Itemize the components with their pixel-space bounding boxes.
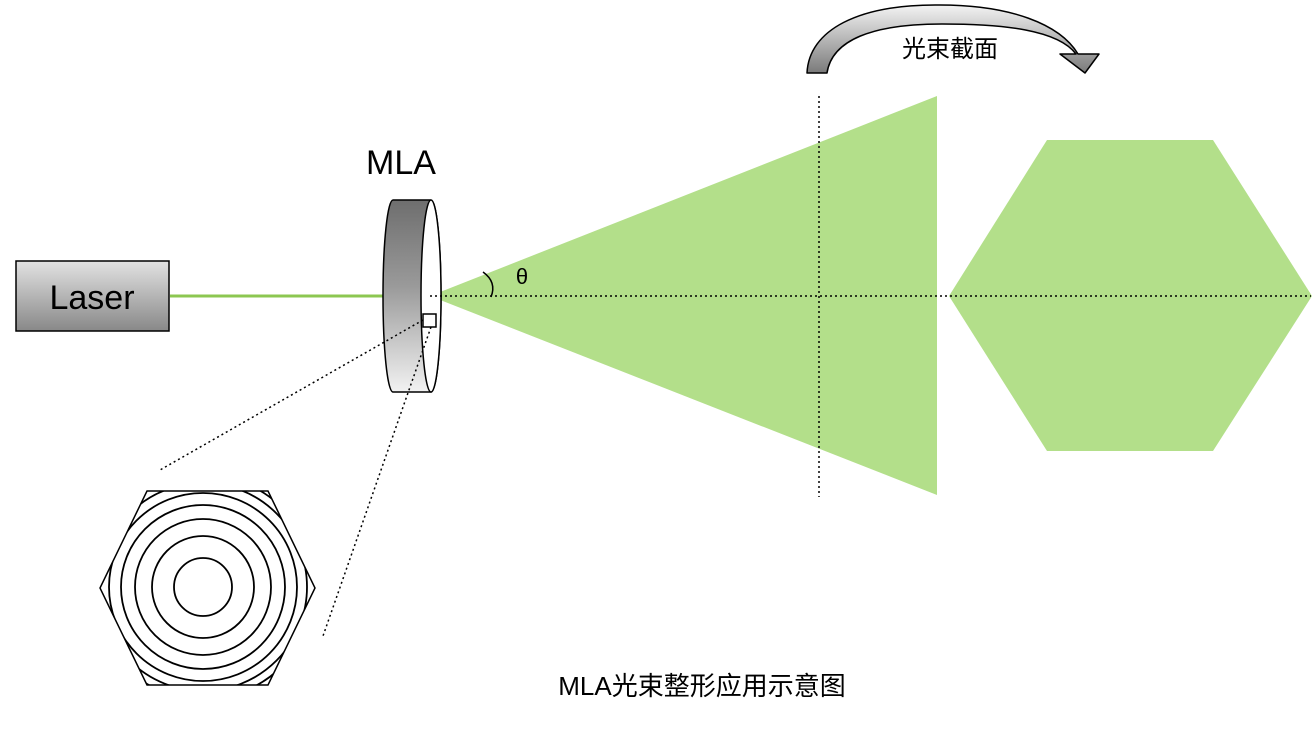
fresnel-rings: [100, 491, 315, 685]
fresnel-ring-1: [173, 557, 233, 617]
cross-section-curved-arrow: [806, 4, 1100, 74]
fresnel-ring-3: [134, 518, 272, 656]
fresnel-ring-2: [151, 535, 255, 639]
mla-label: MLA: [366, 144, 436, 182]
divergence-angle-arc: [482, 271, 494, 298]
mla-lens: [382, 199, 442, 393]
laser-box: [15, 260, 170, 332]
zoom-line-upper: [159, 319, 424, 471]
cross-section-label: 光束截面: [902, 35, 998, 63]
figure-caption: MLA光束整形应用示意图: [558, 671, 845, 701]
beam-cone: [430, 96, 937, 495]
divergence-angle-label: θ: [516, 264, 528, 289]
fresnel-ring-6: [100, 491, 308, 685]
magnified-lenslet: [99, 490, 316, 686]
laser-label: Laser: [49, 279, 134, 317]
magnified-lenslet-hexagon: [99, 490, 316, 686]
fresnel-ring-5: [108, 492, 298, 682]
laser-source: Laser: [15, 260, 170, 332]
fresnel-ring-4: [120, 504, 286, 670]
